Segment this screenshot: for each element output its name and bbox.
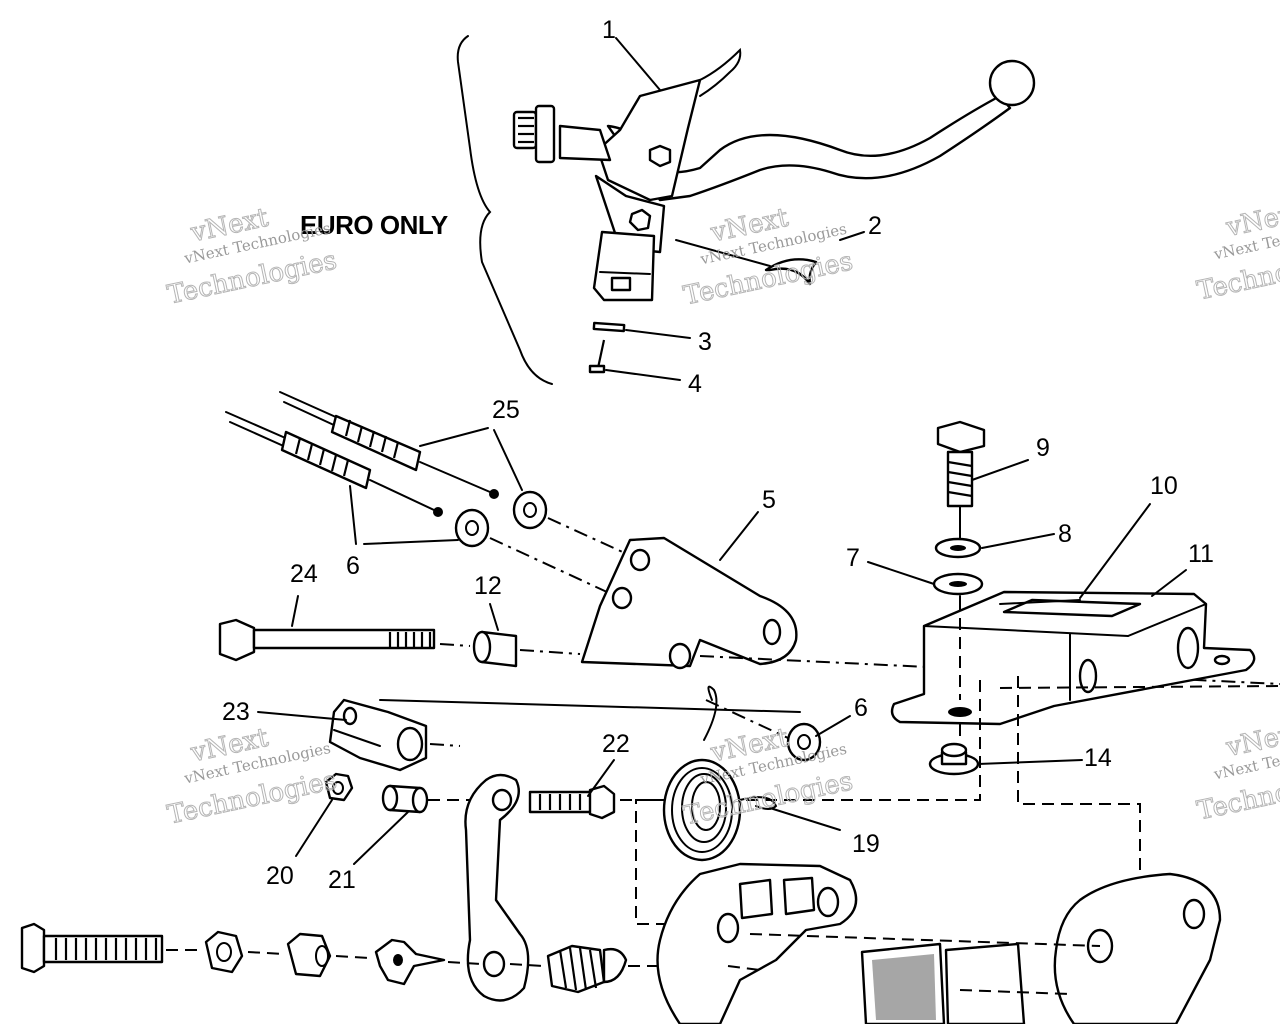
part-8-washer <box>934 537 982 559</box>
part-11-mounting-bracket <box>890 590 1256 726</box>
callout-25: 25 <box>492 396 520 424</box>
callout-23: 23 <box>222 698 250 726</box>
callout-24: 24 <box>290 560 318 588</box>
callout-8: 8 <box>1058 520 1072 548</box>
bottom-long-bolt <box>20 922 164 974</box>
callout-6-right: 6 <box>854 694 868 722</box>
watermark-left-top: vNext vNext Technologies Technologies <box>164 202 340 311</box>
callout-6-upper: 6 <box>346 552 360 580</box>
callout-21: 21 <box>328 866 356 894</box>
callout-11: 11 <box>1188 540 1214 568</box>
callout-3: 3 <box>698 328 712 356</box>
part-12-spacer <box>472 630 518 668</box>
callout-12: 12 <box>474 572 502 600</box>
part-24-bolt <box>218 618 436 662</box>
callout-10: 10 <box>1150 472 1178 500</box>
euro-only-heading: EURO ONLY <box>300 210 448 240</box>
part-7-washer <box>932 572 984 596</box>
callout-9: 9 <box>1036 434 1050 462</box>
part-6-cable-lower <box>225 411 443 517</box>
callout-2: 2 <box>868 212 882 240</box>
caliper-inner-housing <box>656 862 858 1024</box>
part-6-nut-upper <box>454 508 490 548</box>
callout-14: 14 <box>1084 744 1112 772</box>
part-25-nut <box>512 490 548 530</box>
watermark-right-top: vNext vNext Technologies Technologies <box>1194 197 1280 307</box>
caliper-outer-bracket <box>1053 872 1222 1024</box>
caliper-brake-pad <box>860 942 1026 1024</box>
euro-only-brace <box>456 35 553 385</box>
part-14-bushing <box>928 742 980 776</box>
part-5-cable-bracket <box>580 536 798 670</box>
bottom-threaded-adjuster <box>546 944 628 994</box>
callout-20: 20 <box>266 862 294 890</box>
callout-1: 1 <box>602 16 616 44</box>
bottom-nut-1 <box>204 930 244 974</box>
part-21-spacer <box>381 784 429 814</box>
watermark-center-top: vNext vNext Technologies Technologies <box>680 202 856 312</box>
part-1-lever-assembly <box>512 47 1036 302</box>
part-25-cable-upper <box>279 391 499 499</box>
callout-7: 7 <box>846 544 860 572</box>
part-19-spring <box>662 685 778 862</box>
part-3-washer <box>592 321 626 333</box>
callout-5: 5 <box>762 486 776 514</box>
callout-22: 22 <box>602 730 630 758</box>
part-20-nut <box>324 772 354 802</box>
part-22-bolt <box>528 784 616 820</box>
callout-4: 4 <box>688 370 702 398</box>
callout-19: 19 <box>852 830 880 858</box>
part-6-nut-right <box>786 722 822 762</box>
bottom-nut-2 <box>286 932 332 978</box>
link-arm <box>464 773 530 1002</box>
part-4-pin <box>588 339 606 374</box>
part-2-clip <box>764 258 818 286</box>
watermark-left-mid: vNext vNext Technologies Technologies <box>164 722 340 831</box>
bottom-lock-washer <box>374 938 446 986</box>
part-23-clevis <box>328 698 428 772</box>
part-9-bolt <box>936 420 986 508</box>
watermark-right-mid: vNext vNext Technologies Technologies <box>1194 717 1280 827</box>
